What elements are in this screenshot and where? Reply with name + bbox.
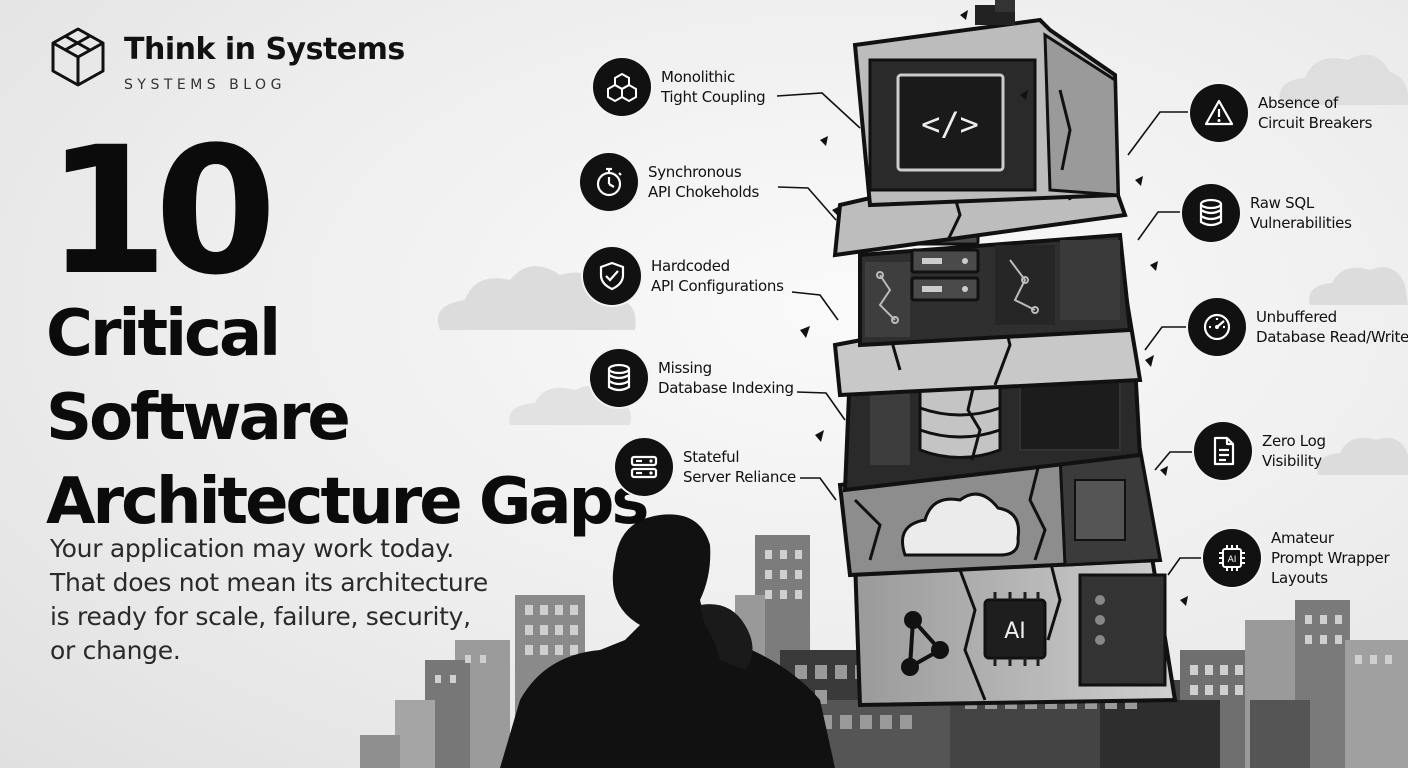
- tower-block-code: </>: [852, 0, 1121, 208]
- flying-debris: [800, 10, 1188, 606]
- warning-icon: [1190, 84, 1248, 142]
- database-icon: [590, 349, 648, 407]
- gap-label-line1: Stateful: [683, 448, 740, 466]
- gap-label-line1: Amateur: [1271, 529, 1334, 547]
- gap-label-line2: API Chokeholds: [648, 183, 760, 201]
- svg-text:AI: AI: [1228, 555, 1237, 565]
- gap-label-line2: API Configurations: [651, 277, 784, 295]
- subtitle: Your application may work today. That do…: [50, 532, 530, 668]
- gap-label-line1: Raw SQL: [1250, 194, 1314, 212]
- gap-label-line2: Database Indexing: [658, 379, 794, 397]
- database-icon: [1182, 184, 1240, 242]
- gap-label-line1: Zero Log: [1262, 432, 1326, 450]
- shield-check-icon: [583, 247, 641, 305]
- subtitle-line-2: That does not mean its architecture: [50, 568, 488, 597]
- subtitle-line-3: is ready for scale, failure, security,: [50, 602, 471, 631]
- headline-line-2: Software: [46, 381, 351, 455]
- gauge-icon: [1188, 298, 1246, 356]
- gap-label-line2: Prompt Wrapper: [1271, 549, 1390, 567]
- subtitle-line-1: Your application may work today.: [50, 534, 454, 563]
- subtitle-line-4: or change.: [50, 636, 181, 665]
- headline-number: 10: [46, 109, 277, 314]
- headline-line-1: Critical: [46, 297, 281, 371]
- tower-block-database: [842, 362, 1143, 493]
- code-symbol: </>: [921, 105, 979, 143]
- gap-label-line1: Missing: [658, 359, 712, 377]
- cloud-right-top: [1279, 54, 1408, 105]
- cube-icon: [51, 27, 105, 87]
- gap-label-line2: Tight Coupling: [661, 88, 766, 106]
- brand-subtitle: SYSTEMS BLOG: [124, 77, 286, 93]
- stopwatch-icon: [580, 153, 638, 211]
- gap-label-line1: Absence of: [1258, 94, 1339, 112]
- gap-label-line2: Circuit Breakers: [1258, 114, 1373, 132]
- ai-chip-icon: AI: [1203, 529, 1261, 587]
- tower-block-ai: AI: [852, 542, 1178, 708]
- brand-header: Think in Systems SYSTEMS BLOG: [50, 26, 405, 93]
- gap-label-line3: Layouts: [1271, 569, 1328, 587]
- gap-label-line2: Server Reliance: [683, 468, 796, 486]
- gap-label-line1: Unbuffered: [1256, 308, 1337, 326]
- person-silhouette: [500, 514, 835, 768]
- ai-chip-label: AI: [1004, 619, 1026, 644]
- document-icon: [1194, 422, 1252, 480]
- gap-callout-circuit-breakers: Absence of Circuit Breakers: [1190, 84, 1372, 142]
- gap-label-line1: Synchronous: [648, 163, 742, 181]
- headline-line-3: Architecture Gaps: [46, 465, 649, 539]
- headline: 10 Critical Software Architecture Gaps: [46, 109, 649, 544]
- brand-title: Think in Systems: [124, 32, 405, 67]
- gap-label-line2: Visibility: [1262, 452, 1322, 470]
- gap-label-line1: Hardcoded: [651, 257, 730, 275]
- gap-callout-raw-sql: Raw SQL Vulnerabilities: [1182, 184, 1352, 242]
- cloud-right-mid: [1309, 267, 1408, 305]
- gap-label-line2: Database Read/Write: [1256, 328, 1408, 346]
- cloud-right-low: [1317, 437, 1408, 475]
- gap-label-line2: Vulnerabilities: [1250, 214, 1352, 232]
- server-icon: [615, 438, 673, 496]
- gap-label-line1: Monolithic: [661, 68, 735, 86]
- cubes-icon: [593, 58, 651, 116]
